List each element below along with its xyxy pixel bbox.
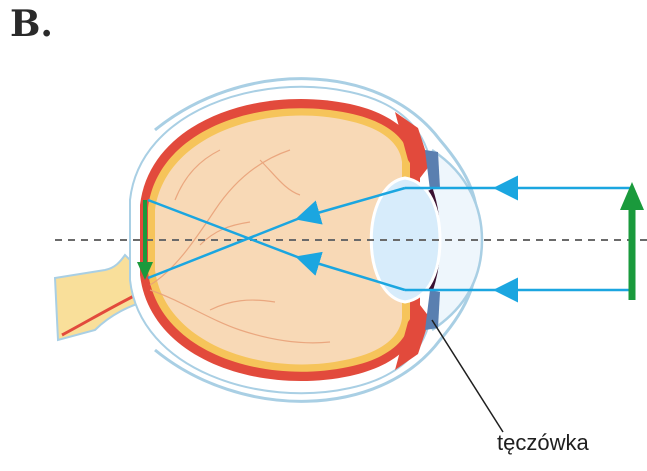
object-arrow-head [620, 182, 644, 210]
iris-label: tęczówka [497, 432, 589, 454]
panel-label: B. [10, 6, 53, 42]
iris-leader-line [432, 320, 503, 432]
